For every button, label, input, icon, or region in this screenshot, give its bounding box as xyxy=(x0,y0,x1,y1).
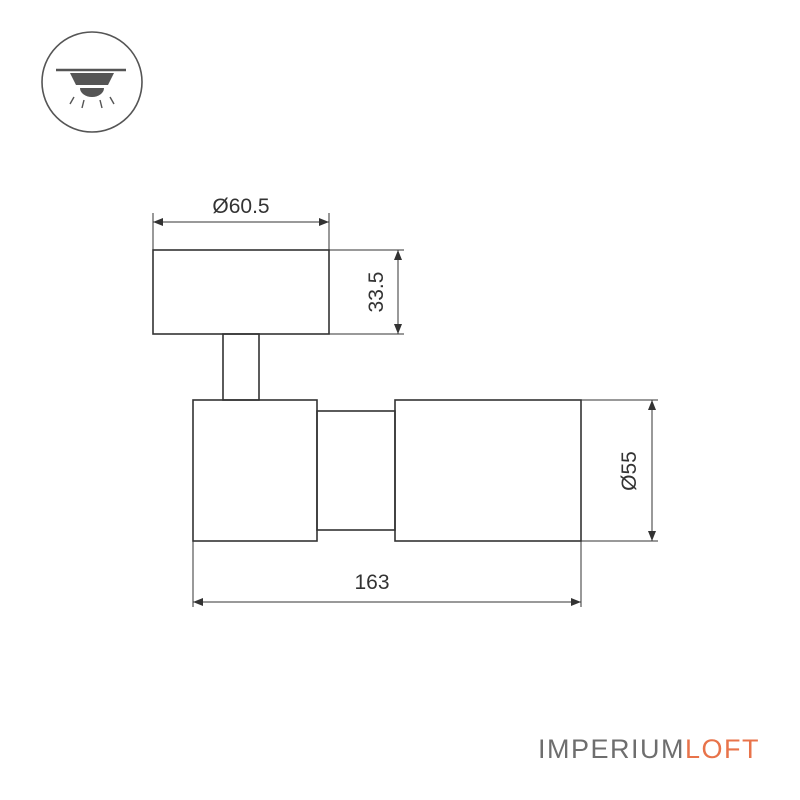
product-outline xyxy=(152,249,582,542)
body-diameter-label: Ø55 xyxy=(618,451,641,491)
top-diameter-label: Ø60.5 xyxy=(212,195,269,218)
extension-lines xyxy=(152,213,658,607)
dimension-lines xyxy=(153,218,656,606)
brand-logo: IMPERIUMLOFT xyxy=(538,734,760,764)
brand-name-main: IMPERIUM xyxy=(538,734,685,764)
mounting-base xyxy=(152,249,330,335)
lamp-head xyxy=(394,399,582,542)
surface-mount-spotlight-icon xyxy=(41,31,143,133)
neck-section xyxy=(316,410,396,531)
brand-name-accent: LOFT xyxy=(685,734,761,764)
top-height-label: 33.5 xyxy=(365,272,388,313)
stem xyxy=(222,333,260,401)
rear-housing xyxy=(192,399,318,542)
total-length-label: 163 xyxy=(354,571,389,594)
